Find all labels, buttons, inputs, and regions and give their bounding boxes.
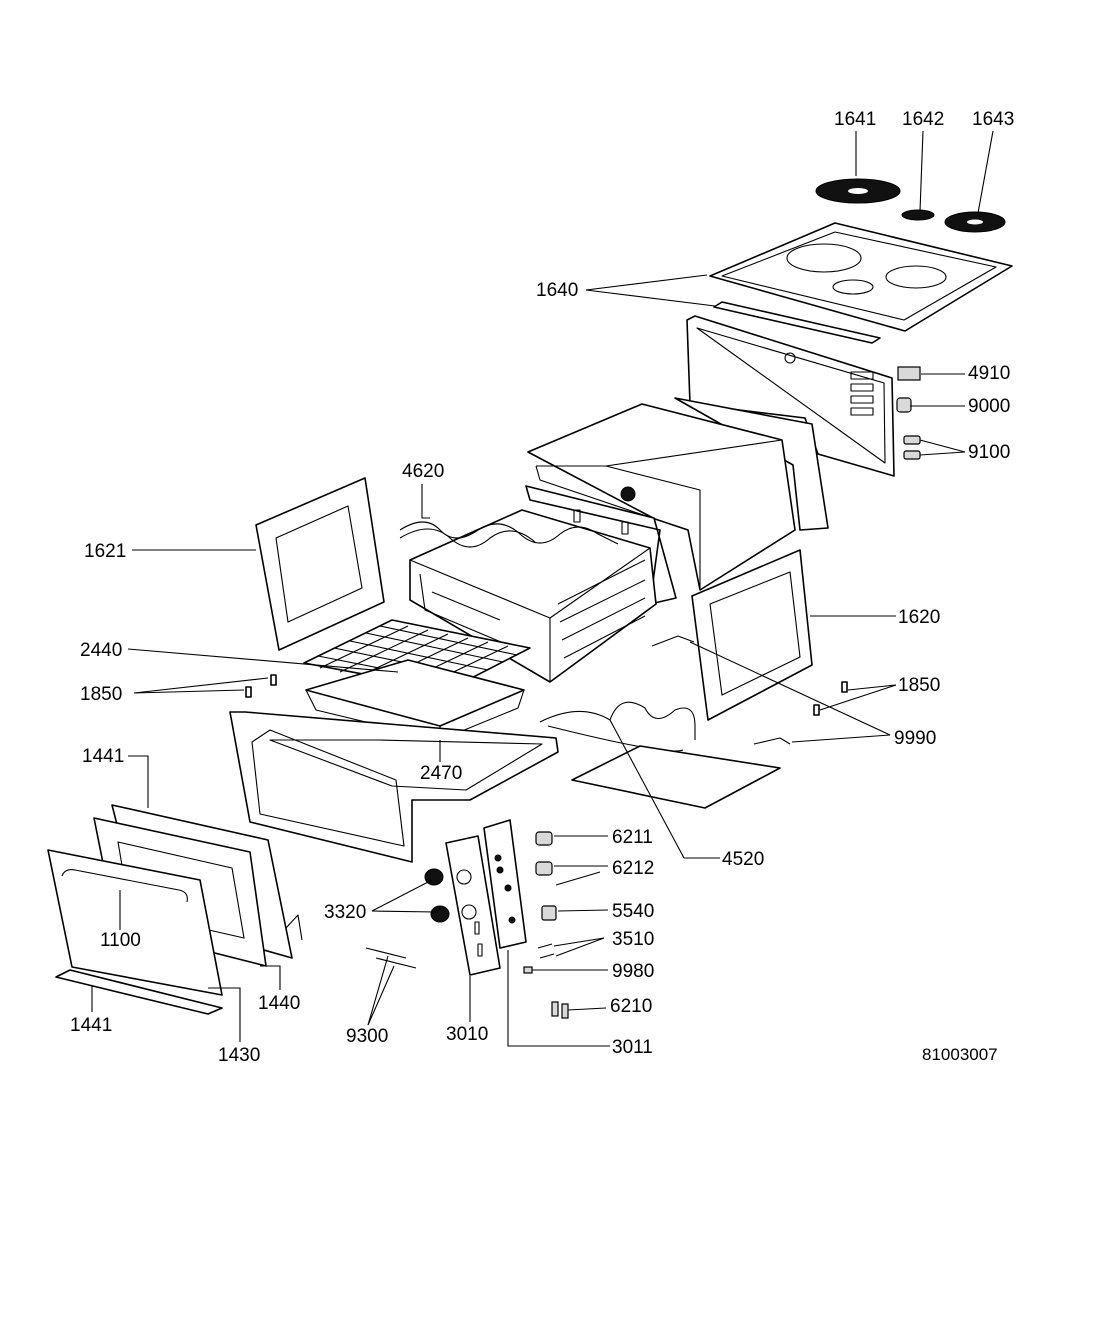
label-1850-left: 1850: [80, 684, 122, 705]
oven-outer-casing: [525, 397, 829, 605]
label-1850-right: 1850: [898, 675, 940, 696]
parts-9100: [903, 435, 921, 460]
label-6212: 6212: [612, 858, 654, 879]
bottom-heating-element-4520: [539, 701, 696, 752]
label-4620: 4620: [402, 461, 444, 482]
label-1430: 1430: [218, 1045, 260, 1066]
terminal-block-4910: [897, 366, 921, 381]
label-9300: 9300: [346, 1026, 388, 1047]
back-panel: [686, 315, 895, 477]
side-glass-1621: [255, 477, 385, 651]
knobs-3320: [424, 868, 450, 923]
part-labels: 1641 1642 1643 1640 4910 9000 9100 4620 …: [70, 109, 1014, 1066]
hob-burner-1642: [901, 209, 935, 221]
label-3011: 3011: [612, 1037, 653, 1058]
label-9000: 9000: [968, 396, 1010, 417]
control-panel-3011: [483, 819, 527, 949]
switches: [523, 831, 601, 1019]
label-5540: 5540: [612, 901, 654, 922]
door-assembly: [47, 804, 303, 1015]
label-1441-top: 1441: [82, 746, 124, 767]
label-3010: 3010: [446, 1024, 488, 1045]
label-1620: 1620: [898, 607, 940, 628]
document-number: 81003007: [922, 1045, 998, 1064]
label-1643: 1643: [972, 109, 1014, 130]
label-1621: 1621: [84, 541, 126, 562]
rails-9300: [365, 947, 417, 969]
control-panel-3010: [445, 835, 501, 976]
label-1441-bottom: 1441: [70, 1015, 112, 1036]
label-9990: 9990: [894, 728, 936, 749]
label-2470: 2470: [420, 763, 462, 784]
label-6211: 6211: [612, 827, 653, 848]
hob-burner-1641: [815, 178, 901, 204]
part-9000: [896, 397, 912, 413]
hinges-9990: [651, 635, 791, 745]
side-glass-1620: [691, 549, 813, 721]
label-3510: 3510: [612, 929, 654, 950]
label-1100: 1100: [100, 930, 141, 951]
label-4520: 4520: [722, 849, 764, 870]
label-1641: 1641: [834, 109, 876, 130]
label-6210: 6210: [610, 996, 652, 1017]
label-3320: 3320: [324, 902, 366, 923]
top-heating-element-4620: [399, 521, 619, 548]
hob-burner-1643: [944, 211, 1006, 233]
bottom-plate: [571, 745, 781, 809]
clips-1850: [245, 674, 848, 716]
label-9100: 9100: [968, 442, 1010, 463]
label-4910: 4910: [968, 363, 1010, 384]
oven-cavity: [409, 509, 657, 683]
leader-lines: [91, 130, 994, 1047]
label-2440: 2440: [80, 640, 122, 661]
oven-front-frame: [229, 711, 559, 863]
label-9980: 9980: [612, 961, 654, 982]
label-1440: 1440: [258, 993, 300, 1014]
label-1642: 1642: [902, 109, 944, 130]
label-1640: 1640: [536, 280, 578, 301]
hob-top-plate-1640: [709, 222, 1013, 344]
